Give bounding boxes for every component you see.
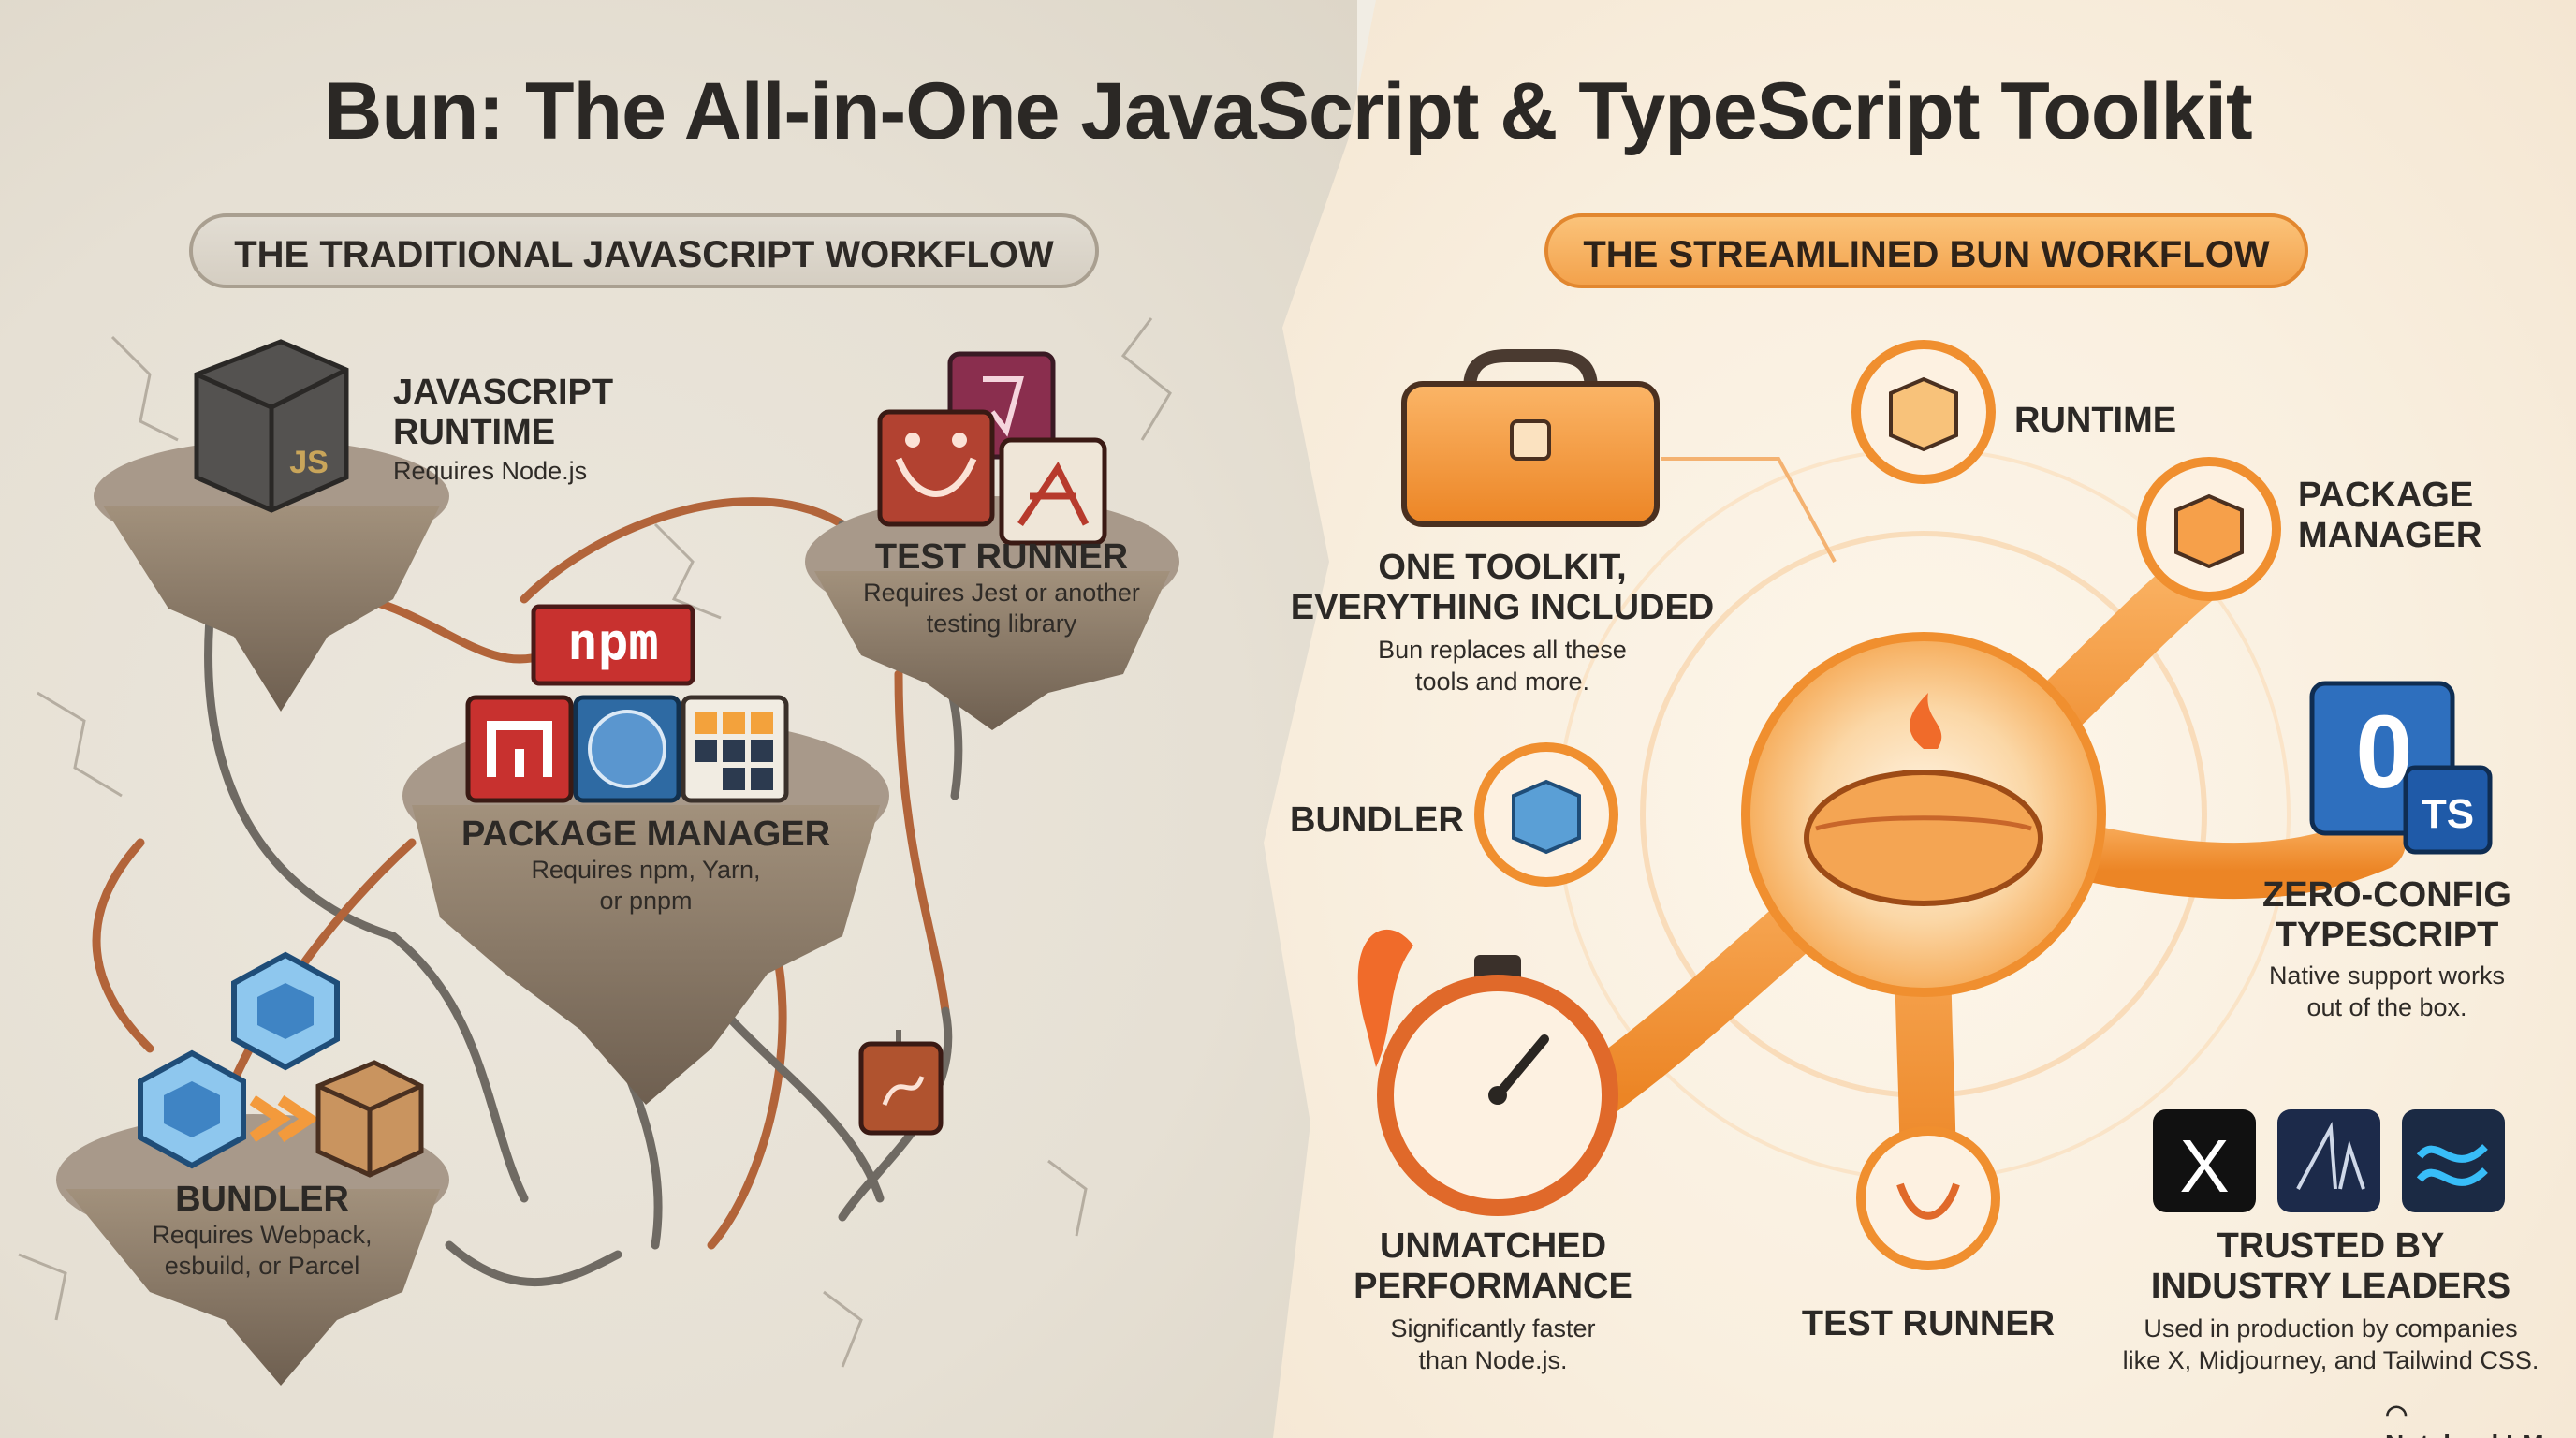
bun-logo-icon — [1741, 632, 2106, 997]
bundler-node-icon — [1474, 742, 1618, 887]
trusted-note-line1: Used in production by companies — [2144, 1314, 2518, 1343]
typescript-note-line1: Native support works — [2268, 961, 2506, 990]
runtime-label-block: JAVASCRIPT RUNTIME Requires Node.js — [393, 373, 674, 488]
bundler-arrow-icon — [249, 1095, 319, 1142]
performance-note-line2: than Node.js. — [1418, 1345, 1568, 1374]
typescript-note-line2: out of the box. — [2306, 992, 2467, 1021]
performance-title-line2: PERFORMANCE — [1354, 1266, 1632, 1306]
trusted-title-line1: TRUSTED BY — [2217, 1226, 2445, 1266]
hub-runtime-label: RUNTIME — [2014, 401, 2177, 440]
runtime-title-line1: JAVASCRIPT — [393, 373, 614, 412]
typescript-icon-zero: 0 — [2355, 695, 2413, 810]
hub-package-line1: PACKAGE — [2298, 476, 2474, 515]
bun-workflow-header: THE STREAMLINED BUN WORKFLOW — [1544, 213, 2308, 288]
toolkit-label-block: ONE TOOLKIT, EVERYTHING INCLUDED Bun rep… — [1278, 548, 1727, 698]
notebooklm-icon: ◠ — [2385, 1400, 2408, 1429]
x-logo-letter: X — [2179, 1124, 2230, 1208]
stopwatch-icon — [1357, 929, 1618, 1216]
x-logo-icon — [2153, 1109, 2256, 1212]
runtime-note: Requires Node.js — [393, 457, 588, 486]
trusted-note-line2: like X, Midjourney, and Tailwind CSS. — [2122, 1345, 2539, 1374]
performance-note-line1: Significantly faster — [1390, 1314, 1596, 1343]
typescript-icon-ts: TS — [2421, 791, 2475, 837]
toolkit-note-line1: Bun replaces all these — [1378, 636, 1627, 665]
typescript-label-block: ZERO-CONFIG TYPESCRIPT Native support wo… — [2218, 875, 2555, 1024]
page-title: Bun: The All-in-One JavaScript & TypeScr… — [324, 66, 2252, 156]
crack-lines — [18, 317, 1172, 1368]
performance-title-line1: UNMATCHED — [1379, 1226, 1607, 1266]
trusted-label-block: TRUSTED BY INDUSTRY LEADERS Used in prod… — [2097, 1226, 2565, 1377]
test-runner-note-line2: testing library — [926, 609, 1077, 638]
midjourney-logo-icon — [2277, 1109, 2380, 1212]
hub-package-line2: MANAGER — [2298, 515, 2482, 555]
bundler-title: BUNDLER — [175, 1180, 349, 1219]
package-box-icon — [315, 1060, 424, 1178]
toolkit-note-line2: tools and more. — [1414, 667, 1590, 696]
js-box-icon: JS — [194, 339, 349, 513]
test-runner-label-block: TEST RUNNER Requires Jest or another tes… — [833, 537, 1170, 640]
package-manager-title: PACKAGE MANAGER — [461, 814, 831, 854]
hub-package-manager-label: PACKAGE MANAGER — [2298, 476, 2481, 555]
webpack-cube-icon — [138, 951, 340, 1169]
test-runner-node-icon — [1856, 1126, 2000, 1270]
bundler-note-line1: Requires Webpack, — [152, 1220, 373, 1249]
package-manager-icons — [465, 695, 789, 803]
typescript-title-line1: ZERO-CONFIG — [2262, 875, 2511, 915]
toolbox-connector — [1661, 457, 1837, 563]
trusted-title-line2: INDUSTRY LEADERS — [2150, 1266, 2511, 1306]
typescript-title-line2: TYPESCRIPT — [2275, 915, 2499, 955]
test-runner-note-line1: Requires Jest or another — [863, 578, 1140, 607]
notebooklm-label: NotebookLM — [2385, 1430, 2544, 1438]
trusted-logos — [2153, 1109, 2505, 1212]
package-manager-note-line1: Requires npm, Yarn, — [531, 855, 761, 884]
notebooklm-brand: ◠ NotebookLM — [2385, 1399, 2572, 1438]
package-manager-node-icon — [2137, 457, 2281, 601]
traditional-workflow-header: THE TRADITIONAL JAVASCRIPT WORKFLOW — [189, 213, 1099, 288]
package-manager-label-block: PACKAGE MANAGER Requires npm, Yarn, or p… — [426, 814, 866, 917]
hub-test-runner-label: TEST RUNNER — [1801, 1304, 2056, 1343]
toolbox-icon — [1401, 349, 1660, 527]
lock-icon — [858, 1030, 944, 1136]
typescript-icon — [2309, 681, 2493, 855]
svg-text:JS: JS — [289, 445, 329, 480]
toolkit-title-line1: ONE TOOLKIT, — [1378, 548, 1627, 587]
performance-label-block: UNMATCHED PERFORMANCE Significantly fast… — [1310, 1226, 1676, 1377]
runtime-node-icon — [1852, 340, 1996, 484]
bundler-label-block: BUNDLER Requires Webpack, esbuild, or Pa… — [122, 1180, 402, 1283]
runtime-title-line2: RUNTIME — [393, 412, 556, 452]
bundler-note-line2: esbuild, or Parcel — [164, 1252, 360, 1281]
toolkit-title-line2: EVERYTHING INCLUDED — [1290, 587, 1715, 627]
hub-bundler-label: BUNDLER — [1290, 800, 1464, 840]
package-manager-note-line2: or pnpm — [599, 887, 693, 916]
jest-icon — [877, 351, 1107, 546]
test-runner-title: TEST RUNNER — [874, 537, 1129, 577]
npm-logo-icon — [531, 604, 695, 686]
npm-logo-text: npm — [567, 612, 659, 671]
